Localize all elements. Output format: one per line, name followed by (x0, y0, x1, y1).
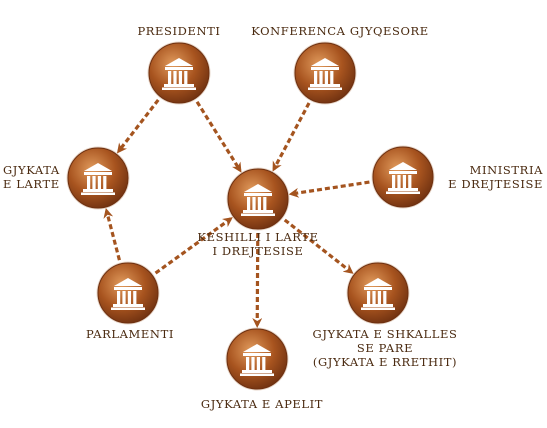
arrow-parlamenti-to-gjykata_larte (103, 207, 121, 261)
node-konferenca (293, 41, 357, 105)
label-line: Konferenca Gjyqesore (251, 24, 429, 38)
node-keshilli (226, 167, 290, 231)
node-presidenti (147, 41, 211, 105)
arrow-presidenti-to-gjykata_larte (116, 98, 160, 154)
label-line: Presidenti (137, 24, 221, 38)
label-apelit: Gjykata e Apelit (112, 397, 412, 411)
label-line: (Gjykata e rrethit) (312, 355, 458, 369)
label-line: i Drejtesise (212, 244, 304, 258)
arrow-konferenca-to-keshilli (272, 102, 311, 172)
label-line: se Pare (356, 341, 414, 355)
label-line: Gjykata (3, 163, 60, 177)
label-line: Gjykata e Apelit (200, 397, 324, 411)
label-keshilli: Keshilli i Lartei Drejtesise (108, 230, 408, 258)
label-gjykata_larte: Gjykatae Larte (3, 163, 60, 191)
label-parlamenti: Parlamenti (0, 327, 280, 341)
arrow-keshilli-to-shkalla_pare (283, 218, 354, 274)
label-presidenti: Presidenti (29, 24, 329, 38)
label-line: Gjykata e Shkalles (312, 327, 458, 341)
label-shkalla_pare: Gjykata e Shkallesse Pare(Gjykata e rret… (235, 327, 535, 369)
label-konferenca: Konferenca Gjyqesore (190, 24, 490, 38)
arrow-keshilli-to-apelit (252, 232, 263, 329)
label-line: Ministria (469, 163, 543, 177)
node-shkalla_pare (346, 261, 410, 325)
label-line: Keshilli i Larte (197, 230, 319, 244)
label-line: e Drejtesise (448, 177, 543, 191)
node-gjykata_larte (66, 146, 130, 210)
arrow-ministria-to-keshilli (288, 180, 370, 198)
node-apelit (225, 327, 289, 391)
node-ministria (371, 145, 435, 209)
label-line: e Larte (3, 177, 60, 191)
node-parlamenti (96, 261, 160, 325)
label-line: Parlamenti (85, 327, 175, 341)
arrow-presidenti-to-keshilli (195, 100, 242, 173)
label-ministria: Ministriae Drejtesise (448, 163, 543, 191)
